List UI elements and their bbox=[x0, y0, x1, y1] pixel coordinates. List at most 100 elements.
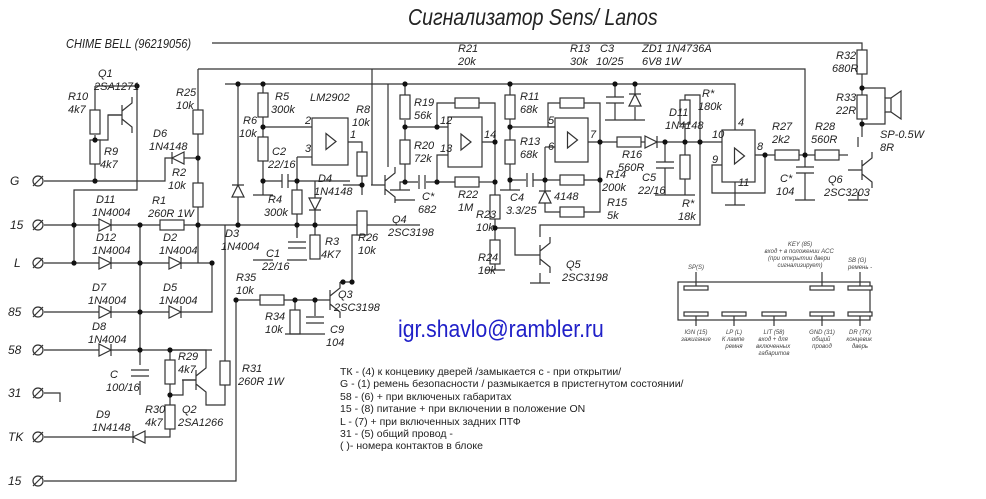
connector-pin bbox=[847, 311, 873, 317]
component-value: 3.3/25 bbox=[506, 205, 537, 217]
component-ref: R22 bbox=[458, 189, 478, 201]
junction-dot bbox=[507, 124, 513, 130]
terminal-slash bbox=[32, 257, 44, 269]
component-ref: C3 bbox=[600, 43, 615, 55]
wire bbox=[205, 385, 226, 406]
wire bbox=[539, 140, 701, 237]
transistor bbox=[848, 152, 873, 188]
wire bbox=[479, 102, 496, 143]
component-value: 22/16 bbox=[261, 261, 290, 273]
junction-dot bbox=[402, 179, 408, 185]
resistor bbox=[489, 239, 501, 265]
terminal-label: 85 bbox=[8, 305, 22, 319]
terminal-slash bbox=[32, 306, 44, 318]
connector-desc: общий провод bbox=[812, 336, 833, 350]
component-ref: Q3 bbox=[338, 289, 354, 301]
component-ref: R4 bbox=[268, 194, 282, 206]
op-amp bbox=[554, 117, 589, 163]
wire bbox=[584, 180, 601, 213]
wire bbox=[495, 227, 526, 256]
capacitor bbox=[526, 173, 534, 187]
connector-pin bbox=[847, 285, 873, 291]
resistor bbox=[559, 206, 585, 218]
connector-desc: К лампе ремня bbox=[722, 337, 746, 350]
component-value: 10k bbox=[239, 128, 257, 140]
terminal-slash bbox=[32, 175, 44, 187]
wire bbox=[145, 429, 171, 438]
op-amp-triangle bbox=[566, 130, 579, 150]
resistor bbox=[309, 234, 321, 260]
component-value: 2SC3198 bbox=[333, 302, 381, 314]
resistor bbox=[89, 109, 101, 135]
component-value: 260R 1W bbox=[147, 208, 195, 220]
junction-dot bbox=[137, 222, 143, 228]
resistor bbox=[291, 189, 303, 215]
component-ref: C bbox=[110, 369, 118, 381]
component-value: 8R bbox=[880, 142, 894, 154]
terminal-label: 15 bbox=[10, 218, 24, 232]
component-value: 68k bbox=[520, 149, 538, 161]
component-ref: C5 bbox=[642, 172, 657, 184]
diagram-title: Сигнализатор Sens/ Lanos bbox=[408, 4, 658, 30]
component-ref: R5 bbox=[275, 91, 290, 103]
connector-desc: вход + в положении ACC (при открытии две… bbox=[765, 249, 836, 269]
component-value: 56k bbox=[414, 110, 432, 122]
op-amp-pin-number: 11 bbox=[738, 177, 749, 189]
component-value: 104 bbox=[326, 337, 344, 349]
junction-dot bbox=[260, 81, 266, 87]
resistor bbox=[679, 154, 691, 180]
capacitor bbox=[418, 175, 426, 189]
junction-dot bbox=[92, 137, 98, 143]
connector-pin bbox=[809, 311, 835, 317]
capacitor bbox=[606, 96, 624, 104]
diode bbox=[644, 135, 659, 149]
resistor bbox=[399, 94, 411, 120]
resistor bbox=[192, 182, 204, 208]
component-value: 1N4004 bbox=[159, 295, 198, 307]
resistor bbox=[257, 92, 269, 118]
component-ref: ZD1 1N4736A bbox=[641, 43, 712, 55]
component-ref: D11 bbox=[669, 107, 688, 119]
component-value: 1N4148 bbox=[665, 120, 704, 132]
wire bbox=[348, 141, 363, 152]
op-amp-pin-number: 6 bbox=[548, 141, 555, 153]
component-ref: LM2902 bbox=[310, 92, 350, 104]
author-email[interactable]: igr.shavlo@rambler.ru bbox=[398, 316, 604, 343]
legend-line: 31 - (5) общий провод - bbox=[340, 428, 453, 441]
component-value: 1N4004 bbox=[88, 334, 127, 346]
wire bbox=[684, 94, 701, 140]
terminal-label: G bbox=[10, 174, 19, 188]
connector-desc: концевик дверь bbox=[846, 337, 873, 350]
component-value: 10k bbox=[168, 180, 186, 192]
component-ref: R32 bbox=[836, 50, 856, 62]
resistor bbox=[559, 174, 585, 186]
component-ref: D6 bbox=[153, 128, 168, 140]
wire bbox=[198, 68, 806, 155]
junction-dot bbox=[209, 260, 215, 266]
resistor bbox=[504, 139, 516, 165]
resistor bbox=[257, 136, 269, 162]
component-value: 680R bbox=[832, 63, 858, 75]
op-amp-triangle bbox=[733, 146, 746, 166]
component-value: 260R 1W bbox=[237, 376, 285, 388]
component-ref: R25 bbox=[176, 87, 197, 99]
connector-label: GND (31) bbox=[809, 330, 835, 336]
component-value: 682 bbox=[418, 204, 436, 216]
diode bbox=[628, 92, 642, 107]
component-value: 2k2 bbox=[771, 134, 790, 146]
resistor bbox=[89, 139, 101, 165]
component-ref: Q4 bbox=[392, 214, 407, 226]
component-ref: C9 bbox=[330, 324, 344, 336]
component-value: 180k bbox=[698, 101, 722, 113]
component-value: 1N4004 bbox=[159, 245, 198, 257]
wire bbox=[862, 87, 886, 98]
junction-dot bbox=[507, 177, 513, 183]
junction-dot bbox=[492, 139, 498, 145]
component-value: 10k bbox=[476, 222, 494, 234]
junction-dot bbox=[195, 155, 201, 161]
connector-pin bbox=[761, 311, 787, 317]
component-value: 1N4004 bbox=[88, 295, 127, 307]
component-value: 2SC3198 bbox=[561, 272, 609, 284]
component-ref: C1 bbox=[266, 248, 280, 260]
junction-dot bbox=[802, 152, 808, 158]
